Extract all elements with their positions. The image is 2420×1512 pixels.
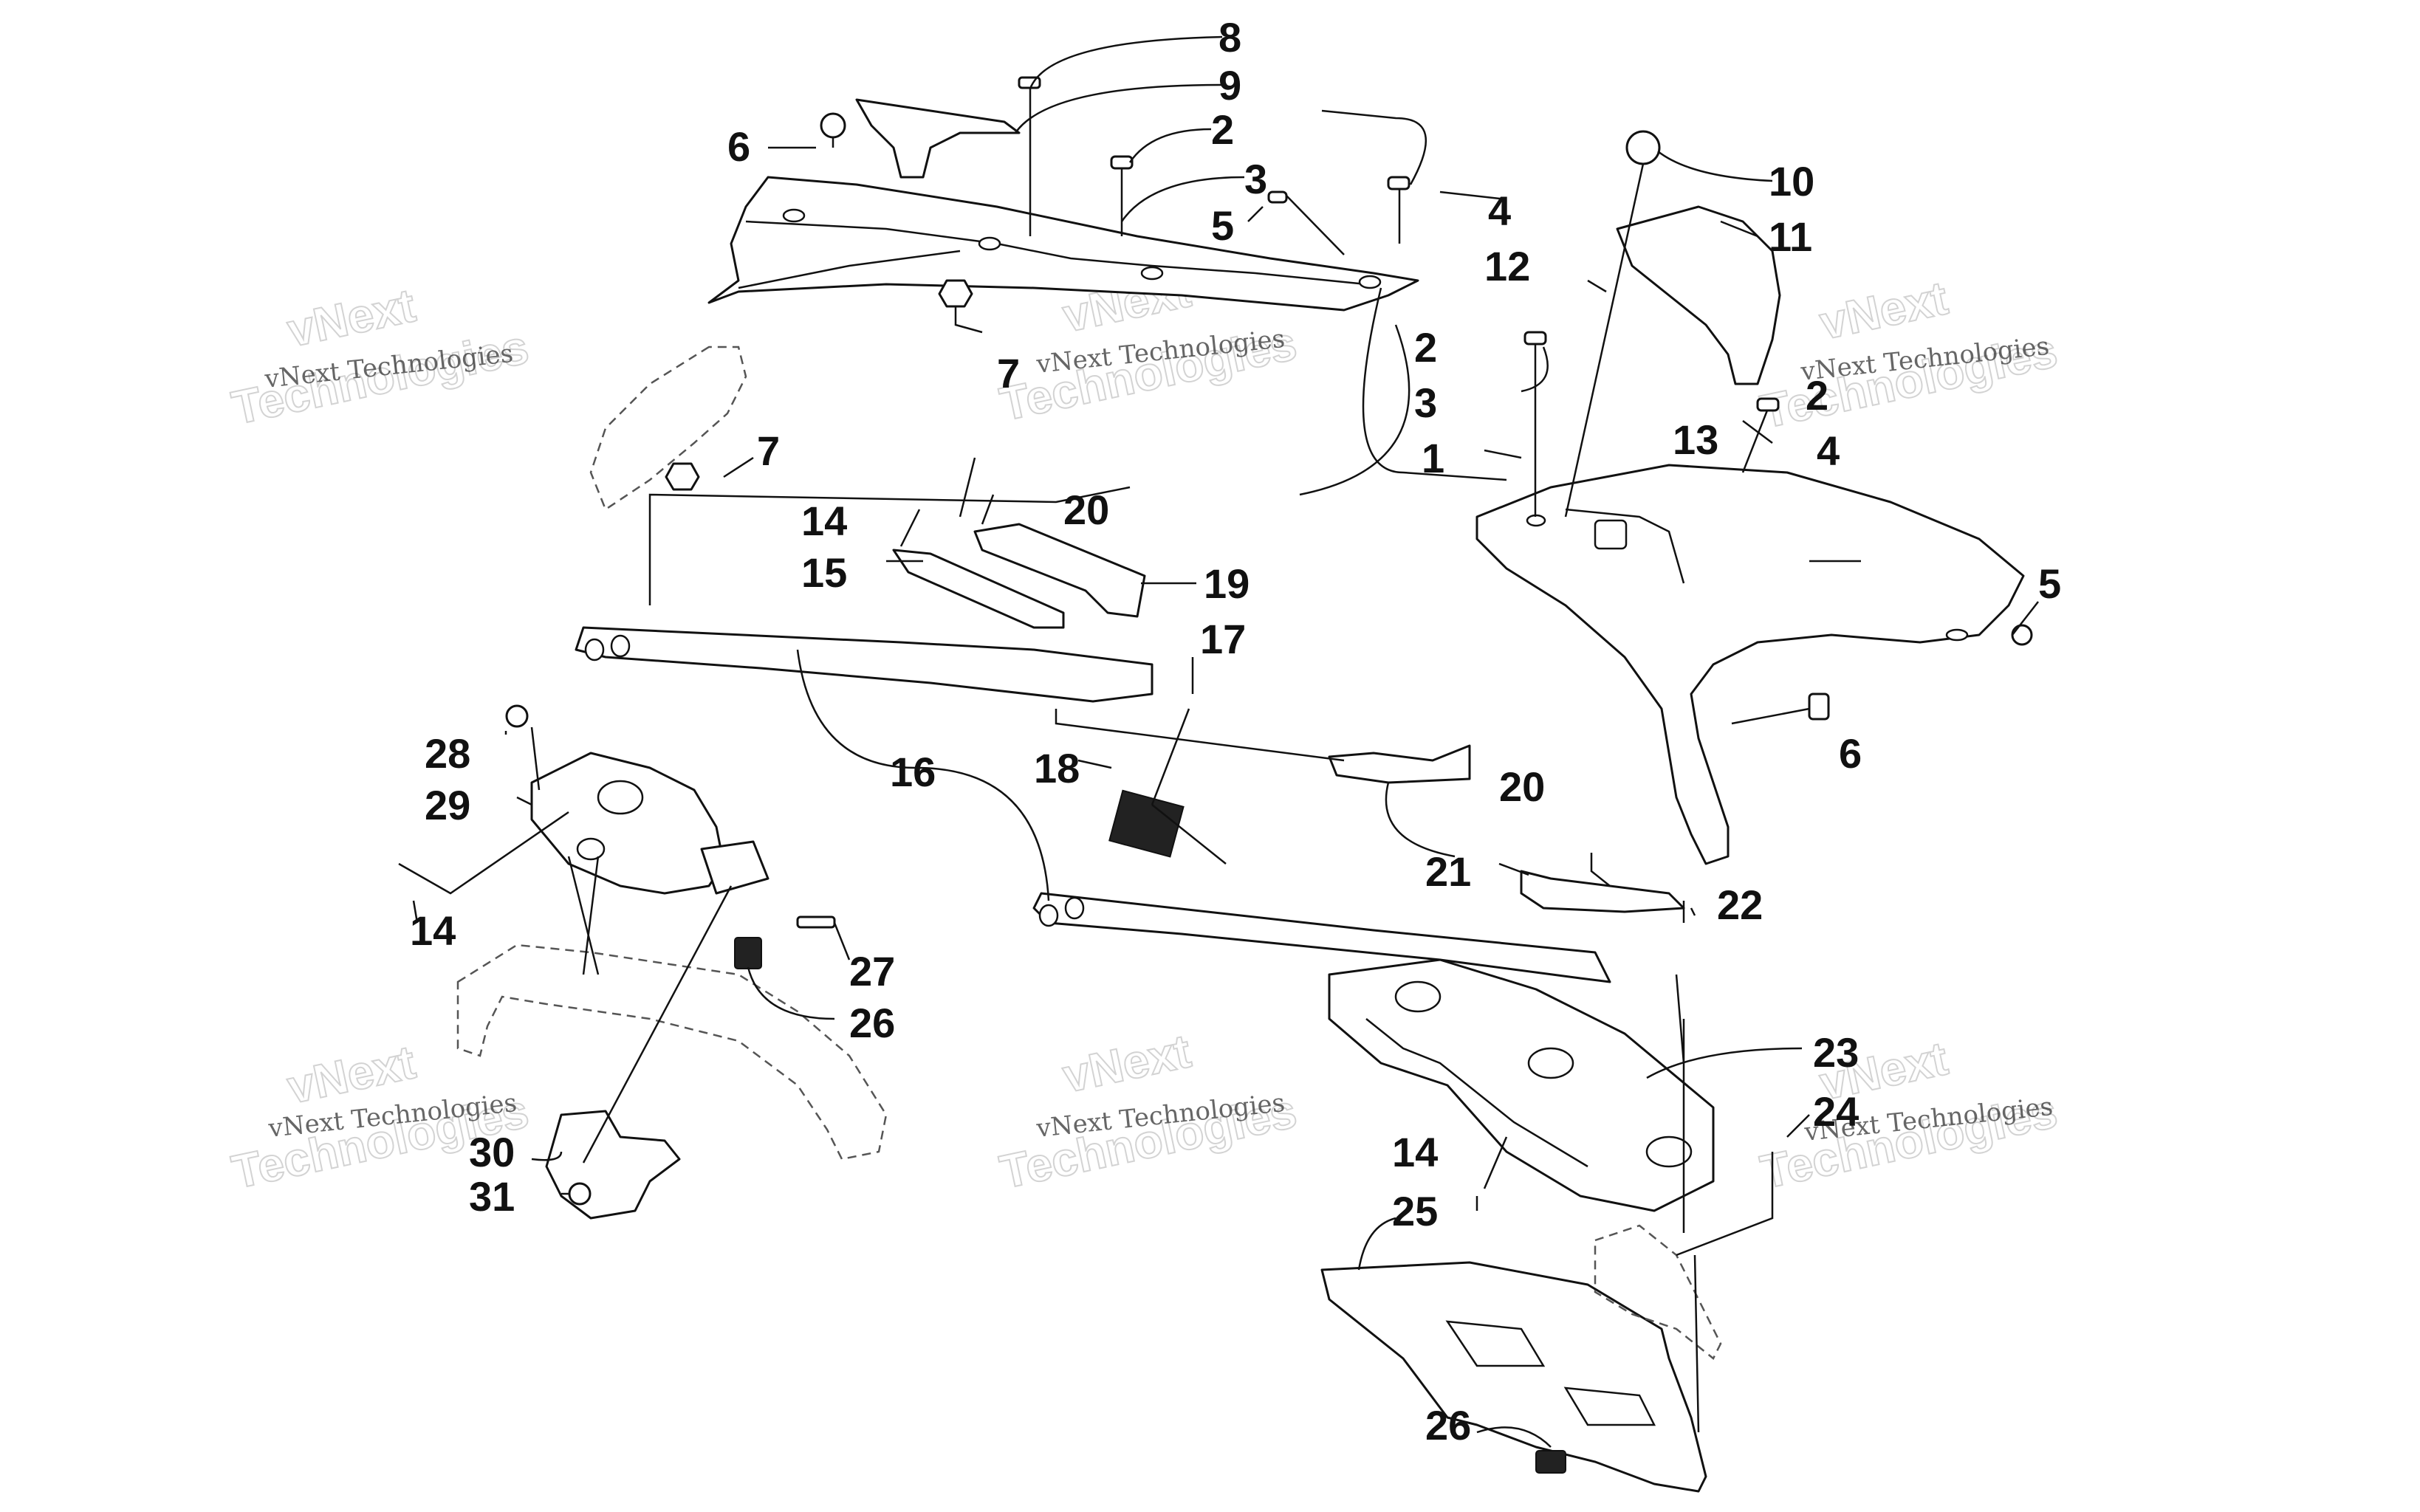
callout-20: 20 (1499, 763, 1545, 810)
callout-23: 23 (1813, 1029, 1859, 1076)
bolt-6-right (1808, 693, 1830, 721)
callout-4: 4 (1488, 188, 1511, 234)
callout-22: 22 (1717, 882, 1763, 928)
callout-18: 18 (1034, 745, 1080, 791)
callout-9: 9 (1218, 62, 1241, 109)
leader-lines (398, 35, 2039, 1448)
callout-labels: 8 9 6 2 3 5 4 10 11 12 7 2 3 2 13 4 7 1 … (410, 14, 2061, 1449)
callout-5: 5 (2038, 560, 2061, 607)
watermark-text: vNext (1815, 271, 1952, 350)
part-speed-nut (734, 937, 762, 969)
callout-1: 1 (1422, 435, 1444, 481)
part-skid-plate-upper (1328, 958, 1715, 1212)
part-support-bracket (973, 523, 1146, 618)
callout-24: 24 (1813, 1088, 1859, 1135)
bolt-6-left (820, 112, 846, 139)
clip-26-bottom (1535, 1450, 1566, 1474)
bolt-2-right-b (1756, 397, 1780, 412)
part-mount-clip (1108, 789, 1185, 858)
part-right-hood-panel (1475, 464, 2025, 865)
callout-3: 3 (1414, 379, 1437, 426)
callout-3: 3 (1244, 156, 1267, 202)
callout-30: 30 (469, 1129, 515, 1175)
callout-5: 5 (1211, 202, 1234, 249)
watermark-bottom-right: vNext Technologies vNext Technologies (1755, 1031, 2063, 1200)
callout-29: 29 (425, 782, 470, 828)
callout-4: 4 (1817, 427, 1840, 474)
part-skid-plate-lower (1320, 1261, 1707, 1493)
bolt-2-left (1110, 155, 1134, 170)
bolt-2-right-a (1523, 331, 1547, 346)
callout-16: 16 (890, 749, 936, 795)
watermark-bottom-center: vNext Technologies vNext Technologies (995, 1023, 1302, 1200)
callout-8: 8 (1218, 14, 1241, 61)
washer-31 (568, 1182, 592, 1206)
callout-10: 10 (1769, 158, 1814, 205)
callout-7: 7 (757, 427, 780, 474)
part-vent-bracket (855, 98, 1021, 179)
bolt-27 (796, 915, 836, 929)
frame-dashed-right (1594, 1224, 1722, 1360)
watermark-top-left: vNext Technologies vNext Technologies (227, 278, 534, 436)
bolt-5-right (2011, 624, 2033, 646)
nut-7-left (665, 462, 700, 491)
part-brace-bar (892, 549, 1065, 629)
callout-7: 7 (997, 350, 1020, 396)
part-upper-beam (575, 626, 1154, 703)
callout-21: 21 (1425, 848, 1471, 895)
part-mount-bracket-assembly (530, 752, 769, 895)
callout-2: 2 (1414, 324, 1437, 371)
callout-6: 6 (727, 123, 750, 170)
frame-dashed-rail (456, 944, 888, 1161)
watermark-text: vNext (1058, 1024, 1195, 1103)
callout-14: 14 (410, 907, 456, 954)
part-lower-beam (1032, 892, 1611, 983)
bolt-5-top (1267, 190, 1288, 204)
callout-15: 15 (801, 549, 847, 596)
callout-14: 14 (1392, 1129, 1438, 1175)
callout-2: 2 (1806, 372, 1828, 419)
watermark-top-right: vNext Technologies vNext Technologies (1755, 270, 2063, 439)
callout-12: 12 (1484, 243, 1530, 289)
part-bracket-lower (1520, 870, 1685, 913)
callout-11: 11 (1769, 213, 1812, 260)
watermark-text: vNext (283, 278, 419, 357)
part-windshield (1616, 205, 1781, 385)
pin-10 (1625, 130, 1661, 165)
callout-19: 19 (1204, 560, 1250, 607)
bolt-2-mid (1387, 176, 1410, 190)
callout-31: 31 (469, 1173, 515, 1220)
watermark-group: vNext Technologies vNext Technologies vN… (227, 263, 2063, 1200)
callout-17: 17 (1200, 616, 1246, 662)
fastener-group (505, 76, 2033, 1474)
bolt-28 (505, 704, 529, 728)
callout-20: 20 (1063, 487, 1109, 533)
nut-7-top (938, 279, 973, 308)
callout-28: 28 (425, 730, 470, 777)
part-mount-plate (545, 1110, 681, 1220)
fender-dashed-left (589, 346, 747, 511)
callout-26: 26 (849, 1000, 895, 1046)
callout-14: 14 (801, 498, 847, 544)
callout-2: 2 (1211, 106, 1234, 153)
part-left-hood-panel (707, 176, 1419, 312)
callout-26: 26 (1425, 1402, 1471, 1449)
callout-6: 6 (1839, 730, 1862, 777)
part-bracket-upper (1328, 744, 1471, 784)
callout-13: 13 (1673, 416, 1718, 463)
callout-25: 25 (1392, 1188, 1438, 1234)
callout-27: 27 (849, 948, 895, 994)
